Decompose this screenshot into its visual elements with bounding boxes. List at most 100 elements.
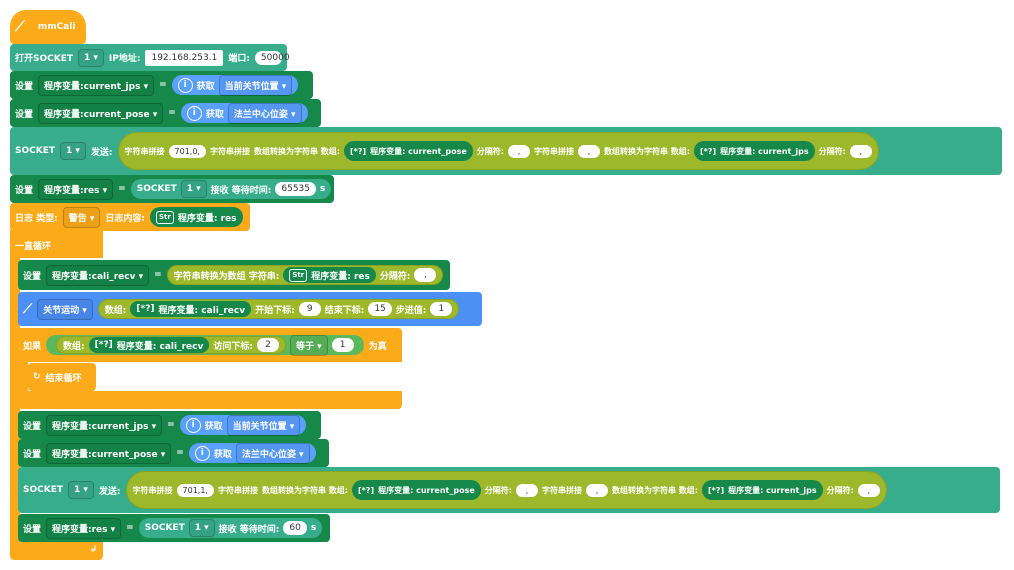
socket-id-dropdown[interactable]: 1 bbox=[78, 48, 104, 67]
variable-dropdown[interactable]: 程序变量:current_jps bbox=[46, 414, 163, 436]
text-input[interactable]: 701,1, bbox=[176, 483, 214, 497]
ip-input[interactable]: 192.168.253.1 bbox=[145, 49, 224, 66]
socket-recv-block[interactable]: SOCKET1接收 等待时间:60s bbox=[138, 518, 323, 538]
var-ref[interactable]: [*?]程序变量: current_pose bbox=[351, 480, 481, 500]
port-input[interactable]: 50000 bbox=[254, 50, 290, 65]
label: = bbox=[126, 523, 134, 533]
get-option-dropdown[interactable]: 法兰中心位姿 bbox=[235, 442, 310, 464]
info-icon: i bbox=[194, 445, 210, 461]
array-icon: [*?] bbox=[349, 146, 367, 156]
robot-arm-icon: ⟋ bbox=[15, 19, 25, 35]
label: 设置 bbox=[15, 81, 34, 92]
variable-dropdown[interactable]: 程序变量:current_pose bbox=[38, 102, 164, 124]
step-input[interactable]: 1 bbox=[430, 302, 453, 316]
separator-input[interactable]: , bbox=[507, 144, 530, 158]
variable-dropdown[interactable]: 程序变量:res bbox=[46, 517, 122, 539]
variable-dropdown[interactable]: 程序变量:res bbox=[38, 178, 114, 200]
text-input[interactable]: 701,0, bbox=[168, 144, 206, 158]
label: 设置 bbox=[23, 421, 42, 432]
info-icon: i bbox=[177, 77, 193, 93]
label: 字符串转换为数组 字符串: bbox=[173, 271, 280, 282]
label: 设置 bbox=[23, 271, 42, 282]
info-icon: i bbox=[186, 105, 202, 121]
label: 数组: bbox=[104, 305, 127, 316]
label: 程序变量: current_jps bbox=[720, 146, 809, 156]
var-ref[interactable]: [*?]程序变量: cali_recv bbox=[88, 337, 210, 353]
end-index-input[interactable]: 15 bbox=[368, 302, 392, 316]
label: 数组转换为字符串 数组: bbox=[253, 146, 340, 156]
separator-input[interactable]: , bbox=[414, 268, 437, 282]
index-input[interactable]: 2 bbox=[256, 338, 279, 352]
separator-input[interactable]: , bbox=[515, 483, 538, 497]
log-type-dropdown[interactable]: 警告 bbox=[62, 206, 101, 228]
start-index-input[interactable]: 9 bbox=[298, 302, 321, 316]
value-input[interactable]: 1 bbox=[331, 338, 354, 352]
label: = bbox=[167, 420, 175, 430]
socket-id-dropdown[interactable]: 1 bbox=[180, 180, 207, 198]
timeout-input[interactable]: 65535 bbox=[275, 182, 317, 196]
label: 接收 等待时间: bbox=[210, 185, 272, 196]
get-option-dropdown[interactable]: 法兰中心位姿 bbox=[227, 102, 302, 124]
separator-input[interactable]: , bbox=[849, 144, 872, 158]
separator-input[interactable]: , bbox=[857, 483, 880, 497]
label: 发送: bbox=[98, 486, 121, 497]
variable-dropdown[interactable]: 程序变量:current_pose bbox=[46, 442, 172, 464]
loop-header[interactable]: 一直循环 bbox=[10, 230, 103, 258]
function-hat-block[interactable]: ⟋ mmCali bbox=[10, 10, 86, 44]
joint-move-block[interactable]: ⟋关节运动 数组:[*?]程序变量: cali_recv 开始下标:9结束下标:… bbox=[18, 292, 482, 326]
text-input[interactable]: , bbox=[585, 483, 608, 497]
label: 获取 bbox=[213, 449, 232, 460]
operator-dropdown[interactable]: 等于 bbox=[289, 334, 328, 356]
loop-arm bbox=[10, 258, 20, 543]
variable-dropdown[interactable]: 程序变量:cali_recv bbox=[46, 264, 150, 286]
label: 为真 bbox=[368, 341, 387, 352]
socket-id-dropdown[interactable]: 1 bbox=[188, 519, 215, 537]
timeout-input[interactable]: 60 bbox=[283, 521, 307, 535]
label: 日志 类型: bbox=[15, 213, 58, 224]
get-option-dropdown[interactable]: 当前关节位置 bbox=[218, 74, 293, 96]
variable-dropdown[interactable]: 程序变量:current_jps bbox=[38, 74, 155, 96]
var-ref[interactable]: [*?]程序变量: cali_recv bbox=[130, 301, 252, 317]
label: 分隔符: bbox=[484, 485, 512, 495]
socket-id-dropdown[interactable]: 1 bbox=[68, 481, 94, 499]
move-mode-dropdown[interactable]: 关节运动 bbox=[37, 298, 93, 320]
var-ref[interactable]: [*?]程序变量: current_jps bbox=[701, 480, 823, 500]
text-input[interactable]: , bbox=[577, 144, 600, 158]
label: = bbox=[159, 80, 167, 90]
var-ref[interactable]: [*?]程序变量: current_jps bbox=[693, 141, 815, 161]
label: 设置 bbox=[15, 185, 34, 196]
label: s bbox=[320, 184, 326, 194]
var-ref[interactable]: [*?]程序变量: current_pose bbox=[343, 141, 473, 161]
break-block[interactable]: ↻结束循环 bbox=[28, 363, 96, 391]
label: 字符串拼接 bbox=[217, 485, 258, 495]
if-arm bbox=[18, 362, 28, 392]
get-option-dropdown[interactable]: 当前关节位置 bbox=[226, 414, 301, 436]
socket-id-dropdown[interactable]: 1 bbox=[60, 142, 86, 160]
label: 数组转换为字符串 数组: bbox=[603, 146, 690, 156]
